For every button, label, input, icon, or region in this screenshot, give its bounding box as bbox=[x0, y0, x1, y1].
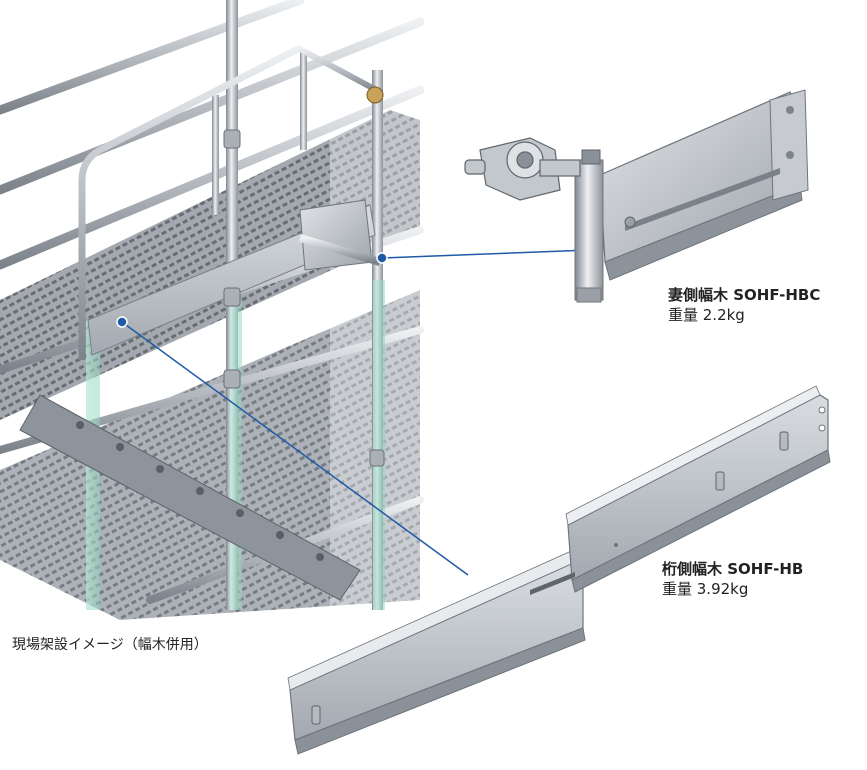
product-weight-hb: 重量 3.92kg bbox=[662, 580, 749, 598]
clamp-fittings bbox=[223, 86, 385, 467]
pointer-line-hb bbox=[121, 321, 469, 576]
scene-caption: 現場架設イメージ（幅木併用） bbox=[12, 637, 208, 653]
pointer-dot-hbc bbox=[376, 252, 388, 264]
pointer-line-hbc bbox=[381, 249, 591, 259]
perforated-beam bbox=[19, 394, 361, 601]
bent-handrail bbox=[78, 44, 302, 360]
product-label-hb: 桁側幅木 SOHF-HB 重量 3.92kg bbox=[662, 559, 803, 599]
product-weight-hbc: 重量 2.2kg bbox=[668, 306, 745, 324]
pointer-lines bbox=[116, 249, 591, 576]
product-name-hbc: 妻側幅木 SOHF-HBC bbox=[668, 286, 821, 304]
pointer-dot-hb bbox=[116, 316, 128, 328]
product-name-hb: 桁側幅木 SOHF-HB bbox=[662, 560, 804, 578]
product-label-hbc: 妻側幅木 SOHF-HBC 重量 2.2kg bbox=[668, 285, 820, 325]
product-image-hb bbox=[287, 385, 831, 755]
product-image-hbc bbox=[464, 89, 809, 303]
scaffold-scene bbox=[0, 0, 430, 630]
